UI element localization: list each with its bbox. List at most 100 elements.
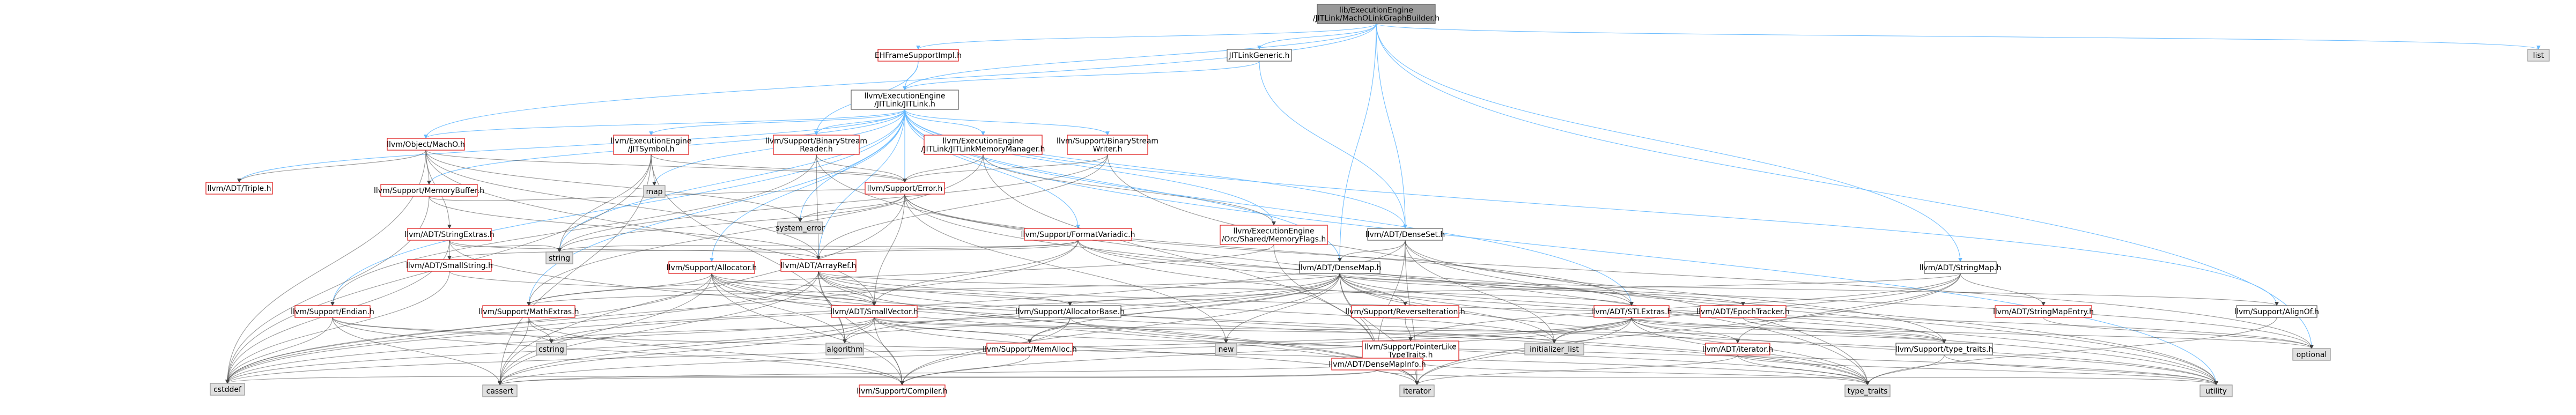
edge-arrayref-to-optional: [818, 271, 2314, 349]
edge-jitlink-to-triple: [237, 109, 905, 183]
graph-node-densemapinfo[interactable]: llvm/ADT/DenseMapInfo.h: [1328, 358, 1426, 370]
edge-stlextras-to-cstddef: [225, 317, 1632, 384]
edge-allocator-to-cassert: [498, 273, 712, 386]
graph-node-typetraitsh[interactable]: llvm/Support/type_traits.h: [1895, 343, 1994, 355]
edge-arrayref-to-stlextras: [818, 271, 1634, 306]
graph-node-epochtracker[interactable]: llvm/ADT/EpochTracker.h: [1696, 305, 1790, 318]
edge-densemapinfo-to-cstddef: [225, 369, 1378, 384]
node-box: [1924, 261, 1997, 274]
edge-iteratorh-to-typetraits: [1737, 354, 1870, 386]
edge-formatvariadic-to-stringh: [557, 240, 1079, 253]
graph-node-newh: new: [1215, 343, 1237, 355]
graph-node-jitmemmgr[interactable]: llvm/ExecutionEngine/JITLink/JITLinkMemo…: [921, 135, 1045, 155]
edge-typetraitsh-to-utility: [1944, 354, 2218, 386]
graph-node-mathextras[interactable]: llvm/Support/MathExtras.h: [478, 305, 579, 318]
node-label: llvm/Support/AlignOf.h: [2234, 308, 2319, 316]
edge-mathextras-to-compiler: [528, 317, 904, 386]
edge-allocator-to-cstddef: [225, 273, 712, 384]
graph-node-densesetdoc[interactable]: llvm/ADT/DenseSet.h: [1365, 228, 1445, 241]
edge-jitlink-to-machoobj: [424, 109, 905, 139]
edge-endian-to-cassert: [332, 317, 502, 386]
graph-node-stringh: string: [545, 251, 573, 264]
edge-bswriter-to-supporterror: [903, 154, 1108, 183]
node-label: llvm/ADT/EpochTracker.h: [1696, 308, 1789, 316]
graph-node-smallstring[interactable]: llvm/ADT/SmallString.h: [406, 259, 493, 272]
edge-densemap-to-typetraits: [1339, 273, 1870, 386]
node-label: llvm/ExecutionEngine: [610, 137, 691, 146]
edge-supporterror-to-newh: [904, 194, 1228, 344]
graph-node-utility: utility: [2199, 384, 2233, 397]
edge-stringmap-to-stringmapentry: [1960, 273, 2046, 306]
edge-jitlink-to-jitmemmgr: [904, 109, 985, 136]
graph-node-smallvector[interactable]: llvm/ADT/SmallVector.h: [830, 305, 918, 318]
graph-node-ehframe[interactable]: EHFrameSupportImpl.h: [875, 49, 962, 62]
graph-node-jitlink[interactable]: llvm/ExecutionEngine/JITLink/JITLink.h: [851, 90, 959, 110]
edge-jitlinkgeneric-to-densesetdoc: [1259, 61, 1407, 229]
edge-ptrliketraits-to-typetraits: [1410, 360, 1870, 386]
edge-jitlink-to-formatvariadic: [904, 109, 1080, 229]
node-box: [825, 343, 864, 355]
graph-node-alignof[interactable]: llvm/Support/AlignOf.h: [2234, 305, 2319, 318]
graph-node-arrayref[interactable]: llvm/ADT/ArrayRef.h: [780, 259, 857, 272]
graph-node-cstddef: cstddef: [210, 383, 245, 396]
graph-node-formatvariadic[interactable]: llvm/Support/FormatVariadic.h: [1021, 228, 1135, 241]
node-label: optional: [2297, 351, 2327, 359]
graph-node-stringextras[interactable]: llvm/ADT/StringExtras.h: [404, 228, 494, 241]
graph-node-allocator[interactable]: llvm/Support/Allocator.h: [667, 261, 757, 274]
graph-node-optional: optional: [2292, 348, 2331, 361]
graph-node-root[interactable]: lib/ExecutionEngine/JITLink/MachOLinkGra…: [1313, 4, 1440, 24]
edge-densemap-to-cstddef: [225, 273, 1340, 384]
node-label: list: [2533, 51, 2544, 60]
edge-smallvector-to-iterator: [874, 317, 1419, 386]
edge-allocator-to-allocatorbase: [711, 273, 1072, 306]
graph-node-endian[interactable]: llvm/Support/Endian.h: [291, 305, 374, 318]
edge-stlextras-to-optional: [1631, 317, 2314, 349]
node-label: iterator: [1403, 387, 1431, 396]
graph-node-stlextras[interactable]: llvm/ADT/STLExtras.h: [1591, 305, 1672, 318]
edge-jitsymbol-to-map: [651, 154, 656, 186]
edge-iteratorh-to-utility: [1737, 354, 2218, 386]
node-box: [1367, 228, 1443, 241]
edge-densemapinfo-to-cassert: [498, 369, 1378, 386]
node-box: [1844, 384, 1891, 397]
graph-node-memalloc[interactable]: llvm/Support/MemAlloc.h: [983, 343, 1077, 355]
edge-densesetdoc-to-densemap: [1338, 240, 1406, 262]
graph-node-list: list: [2527, 49, 2550, 62]
node-label: algorithm: [826, 345, 863, 354]
node-layer: lib/ExecutionEngine/JITLink/MachOLinkGra…: [205, 4, 2550, 397]
edge-endian-to-cstddef: [225, 317, 333, 384]
graph-node-sharedmemflags[interactable]: llvm/ExecutionEngine/Orc/Shared/MemoryFl…: [1220, 225, 1328, 245]
graph-node-iteratorh[interactable]: llvm/ADT/iterator.h: [1702, 343, 1773, 355]
graph-node-stringmapentry[interactable]: llvm/ADT/StringMapEntry.h: [1993, 305, 2094, 318]
node-label: llvm/ADT/ArrayRef.h: [781, 262, 857, 270]
graph-node-stringmap[interactable]: llvm/ADT/StringMap.h: [1920, 261, 2002, 274]
graph-node-memorybuffer[interactable]: llvm/Support/MemoryBuffer.h: [374, 184, 484, 197]
node-label: llvm/Support/Error.h: [867, 184, 943, 193]
edge-stringextras-to-iterator: [449, 240, 1419, 386]
node-box: [1220, 225, 1328, 245]
graph-node-compiler[interactable]: llvm/Support/Compiler.h: [857, 384, 948, 397]
edge-layer: [225, 23, 2541, 386]
graph-node-allocatorbase[interactable]: llvm/Support/AllocatorBase.h: [1015, 305, 1125, 318]
graph-node-machoobj[interactable]: llvm/Object/MachO.h: [387, 138, 465, 151]
graph-node-reverseiteration[interactable]: llvm/Support/ReverseIteration.h: [1345, 305, 1465, 318]
edge-bsreader-to-supporterror: [816, 154, 907, 183]
node-box: [1895, 343, 1993, 355]
node-label: llvm/Support/Allocator.h: [667, 264, 757, 272]
edge-memorybuffer-to-cstddef: [225, 196, 430, 384]
graph-node-densemap[interactable]: llvm/ADT/DenseMap.h: [1298, 261, 1382, 274]
graph-node-triple[interactable]: llvm/ADT/Triple.h: [205, 182, 273, 195]
node-box: [1299, 261, 1381, 274]
node-label: llvm/ADT/StringMap.h: [1920, 264, 2002, 272]
edge-stlextras-to-compiler: [900, 317, 1632, 386]
graph-node-jitlinkgeneric[interactable]: JITLinkGeneric.h: [1227, 49, 1292, 62]
graph-node-jitsymbol[interactable]: llvm/ExecutionEngine/JITSymbol.h: [610, 135, 692, 155]
graph-node-supporterror[interactable]: llvm/Support/Error.h: [865, 182, 945, 195]
graph-node-cassert: cassert: [482, 384, 518, 397]
edge-formatvariadic-to-arrayref: [816, 240, 1079, 260]
node-box: [668, 261, 755, 274]
edge-root-to-list: [1376, 23, 2541, 50]
